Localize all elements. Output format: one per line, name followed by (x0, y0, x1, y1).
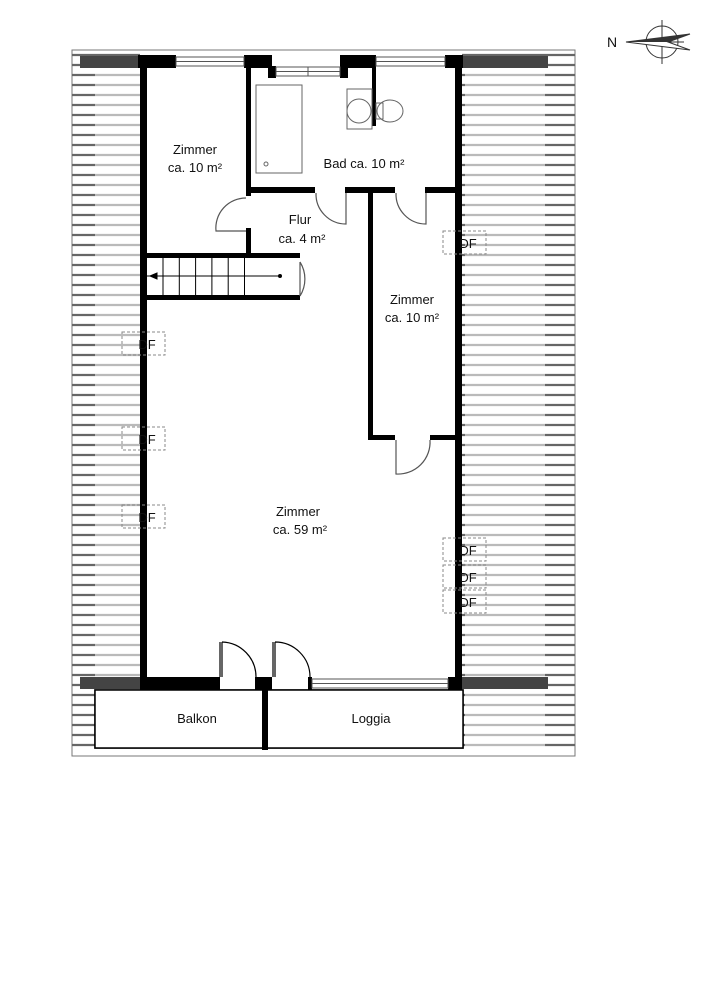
doors (215, 192, 431, 678)
windows (175, 56, 449, 689)
skylight-df: DF (442, 230, 487, 255)
walls (138, 55, 463, 690)
skylight-label: DF (138, 337, 155, 352)
skylight-df: DF (121, 504, 166, 529)
room-balkon-label: Balkon (177, 711, 217, 726)
skylights: DF DF DF DF DF DF DF (121, 230, 487, 614)
compass-north-label: N (607, 34, 617, 50)
room-labels: Zimmer ca. 10 m² Bad ca. 10 m² Flur ca. … (168, 142, 440, 726)
room-zimmer-1-name: Zimmer (173, 142, 218, 157)
skylight-label: DF (459, 595, 476, 610)
skylight-label: DF (459, 570, 476, 585)
skylight-df: DF (442, 564, 487, 589)
room-zimmer-3-area: ca. 59 m² (273, 522, 328, 537)
skylight-df: DF (121, 331, 166, 356)
room-zimmer-2-area: ca. 10 m² (385, 310, 440, 325)
room-flur-name: Flur (289, 212, 312, 227)
room-zimmer-3-name: Zimmer (276, 504, 321, 519)
skylight-label: DF (138, 432, 155, 447)
drain (263, 161, 269, 167)
room-bad-label: Bad ca. 10 m² (324, 156, 406, 171)
skylight-df: DF (442, 537, 487, 562)
skylight-label: DF (138, 510, 155, 525)
room-zimmer-1-area: ca. 10 m² (168, 160, 223, 175)
skylight-label: DF (459, 543, 476, 558)
bathtub (255, 84, 303, 174)
balcony-divider-wall (262, 686, 268, 750)
toilet (376, 99, 404, 123)
room-loggia-label: Loggia (351, 711, 391, 726)
room-zimmer-2-name: Zimmer (390, 292, 435, 307)
skylight-label: DF (459, 236, 476, 251)
skylight-df: DF (121, 426, 166, 451)
room-flur-area: ca. 4 m² (279, 231, 327, 246)
skylight-df: DF (442, 589, 487, 614)
bathroom-fixtures (255, 84, 404, 174)
north-compass: N (607, 20, 691, 64)
staircase (147, 258, 282, 295)
